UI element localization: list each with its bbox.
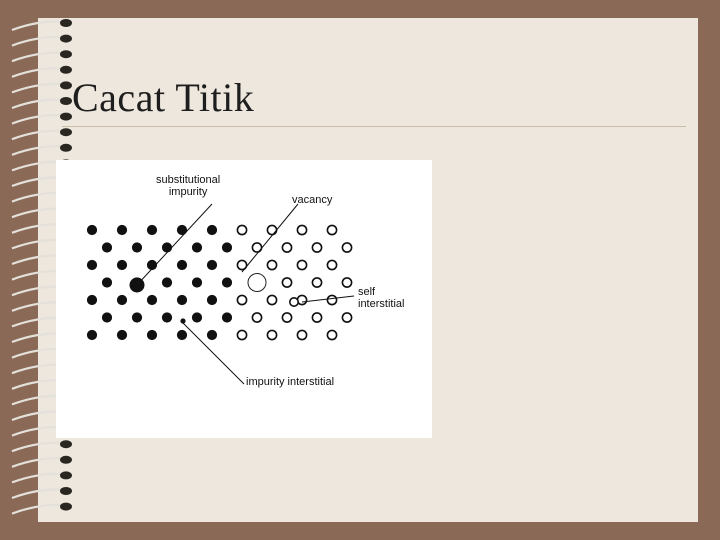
lattice-atom bbox=[206, 329, 218, 341]
lattice-atom bbox=[221, 312, 233, 323]
binding-ring bbox=[11, 65, 72, 78]
lattice-atom bbox=[131, 312, 143, 323]
lattice-atom bbox=[326, 329, 338, 341]
lattice-atom bbox=[266, 329, 278, 341]
impurity-interstitial-atom bbox=[180, 318, 186, 324]
lattice-atom bbox=[176, 329, 188, 341]
binding-ring bbox=[11, 502, 72, 515]
lattice-atom bbox=[116, 329, 128, 341]
lattice-atom bbox=[116, 259, 128, 271]
binding-ring bbox=[11, 440, 72, 453]
label-substitutional-impurity: substitutional impurity bbox=[156, 174, 221, 198]
lattice-atom bbox=[236, 294, 248, 306]
lattice-atom bbox=[146, 224, 158, 236]
binding-ring bbox=[11, 455, 72, 468]
lattice-atom bbox=[281, 312, 293, 323]
lattice-atom bbox=[86, 294, 98, 306]
lattice-atom bbox=[146, 329, 158, 341]
binding-ring bbox=[11, 143, 72, 156]
lattice-atom bbox=[161, 312, 173, 323]
lattice-atom bbox=[86, 224, 98, 236]
lattice-atom bbox=[311, 277, 323, 288]
lattice-atom bbox=[191, 242, 203, 253]
lattice-atom bbox=[236, 259, 248, 271]
lattice-atom bbox=[326, 224, 338, 236]
lattice-atom bbox=[236, 329, 248, 341]
binding-ring bbox=[11, 128, 72, 141]
lattice-atom bbox=[311, 312, 323, 323]
lattice-atom bbox=[341, 312, 353, 323]
lattice-atom bbox=[326, 294, 338, 306]
binding-ring bbox=[11, 487, 72, 500]
lattice-atom bbox=[191, 277, 203, 288]
lattice-atom bbox=[251, 242, 263, 253]
lattice-atom bbox=[221, 277, 233, 288]
slide-title: Cacat Titik bbox=[72, 75, 255, 120]
binding-ring bbox=[11, 112, 72, 125]
lattice-atom bbox=[311, 242, 323, 253]
title-divider bbox=[62, 126, 686, 127]
lattice-atom bbox=[296, 224, 308, 236]
lattice-atom bbox=[266, 294, 278, 306]
label-self-interstitial: self interstitial bbox=[358, 286, 405, 310]
lattice-atom bbox=[281, 242, 293, 253]
lattice-atom bbox=[191, 312, 203, 323]
lattice-atom bbox=[176, 259, 188, 271]
lattice-atom bbox=[86, 329, 98, 341]
leader-vacancy bbox=[241, 203, 299, 273]
leader-substitutional bbox=[136, 203, 213, 286]
lattice-atom bbox=[176, 224, 188, 236]
lattice-atom bbox=[176, 294, 188, 306]
leader-impurity-interstitial bbox=[182, 322, 245, 385]
lattice-atom bbox=[341, 242, 353, 253]
lattice-atom bbox=[206, 259, 218, 271]
vacancy-site bbox=[247, 273, 267, 292]
lattice-atom bbox=[236, 224, 248, 236]
lattice-atom bbox=[341, 277, 353, 288]
lattice-atom bbox=[131, 242, 143, 253]
lattice-atom bbox=[101, 312, 113, 323]
lattice-diagram bbox=[86, 203, 355, 385]
lattice-atom bbox=[86, 259, 98, 271]
binding-ring bbox=[11, 34, 72, 47]
lattice-atom bbox=[161, 277, 173, 288]
lattice-atom bbox=[161, 242, 173, 253]
binding-ring bbox=[11, 81, 72, 94]
lattice-atom bbox=[296, 259, 308, 271]
binding-ring bbox=[11, 19, 72, 32]
lattice-atom bbox=[101, 277, 113, 288]
binding-ring bbox=[11, 471, 72, 484]
lattice-atom bbox=[266, 259, 278, 271]
label-vacancy: vacancy bbox=[292, 194, 333, 206]
lattice-atom bbox=[146, 294, 158, 306]
lattice-atom bbox=[116, 224, 128, 236]
lattice-atom bbox=[296, 329, 308, 341]
lattice-atom bbox=[251, 312, 263, 323]
lattice-atom bbox=[206, 224, 218, 236]
leader-self-interstitial bbox=[301, 295, 355, 303]
lattice-atom bbox=[221, 242, 233, 253]
lattice-atom bbox=[266, 224, 278, 236]
lattice-atom bbox=[281, 277, 293, 288]
lattice-atom bbox=[101, 242, 113, 253]
lattice-atom bbox=[116, 294, 128, 306]
binding-ring bbox=[11, 97, 72, 110]
binding-ring bbox=[11, 50, 72, 63]
lattice-atom bbox=[146, 259, 158, 271]
self-interstitial-atom bbox=[289, 297, 300, 308]
label-impurity-interstitial: impurity interstitial bbox=[246, 376, 335, 388]
lattice-atom bbox=[326, 259, 338, 271]
point-defects-figure: substitutional impurity vacancy self int… bbox=[56, 160, 432, 438]
lattice-atom bbox=[206, 294, 218, 306]
